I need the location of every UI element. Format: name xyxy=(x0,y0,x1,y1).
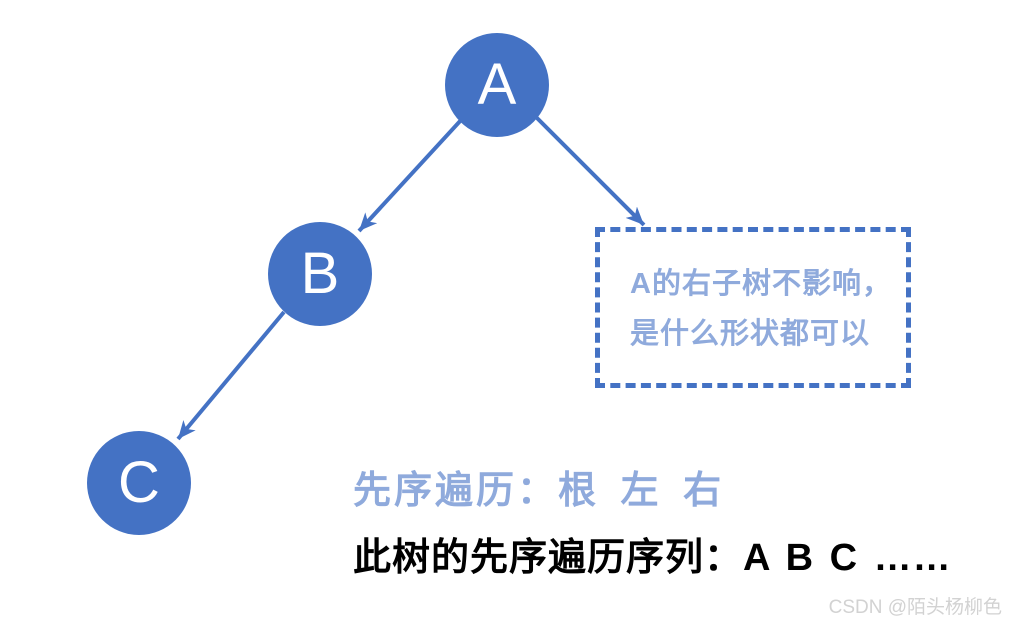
preorder-rule-caption: 先序遍历：根 左 右 xyxy=(353,470,725,512)
tree-node-b: B xyxy=(268,222,372,326)
edge-a-to-b xyxy=(357,117,464,233)
csdn-watermark: CSDN @陌头杨柳色 xyxy=(828,597,1002,618)
right-subtree-callout-content: A的右子树不影响， 是什么形状都可以 xyxy=(600,232,906,359)
edge-b-to-c xyxy=(176,310,286,441)
node-label-c: C xyxy=(118,450,160,515)
tree-node-a: A xyxy=(445,33,549,137)
preorder-sequence-caption: 此树的先序遍历序列：A B C …… xyxy=(353,537,952,579)
node-label-a: A xyxy=(477,52,517,117)
tree-node-c: C xyxy=(87,431,191,535)
right-subtree-callout-box: A的右子树不影响， 是什么形状都可以 xyxy=(595,227,911,388)
node-label-b: B xyxy=(300,241,340,306)
edge-a-to-right-subtree xyxy=(534,115,646,227)
callout-text-line-2: 是什么形状都可以 xyxy=(630,318,871,350)
callout-text-line-1: A的右子树不影响， xyxy=(630,268,892,300)
